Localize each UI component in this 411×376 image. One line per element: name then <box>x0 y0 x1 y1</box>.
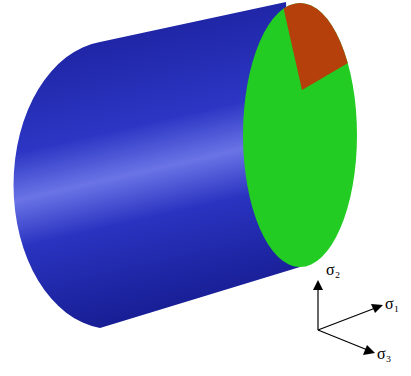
axis-label: σ₃ <box>377 346 391 362</box>
axis-arrowheads <box>313 280 383 355</box>
axes <box>318 285 378 351</box>
axis-label: σ₂ <box>326 262 340 278</box>
axis-label: σ₁ <box>385 296 399 312</box>
cap-face <box>240 0 370 90</box>
